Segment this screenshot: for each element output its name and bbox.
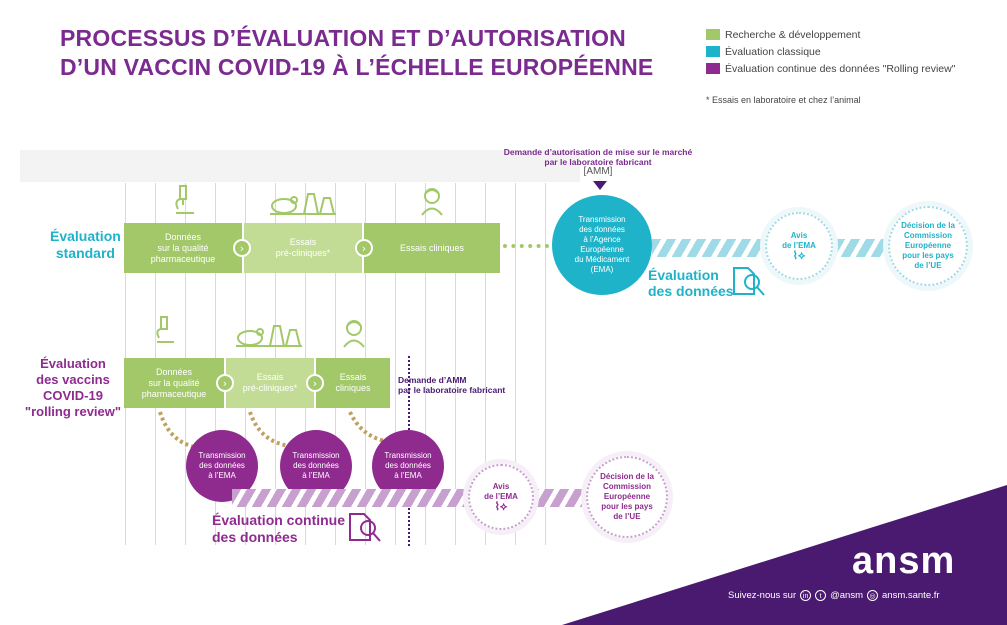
dotted-connector: [503, 244, 549, 252]
legend-swatch: [706, 46, 720, 57]
microscope-icon: [156, 316, 174, 343]
standard-amm-request: Demande d’autorisation de mise sur le ma…: [503, 147, 693, 177]
row-label-rolling: Évaluation des vaccins COVID-19 "rolling…: [24, 356, 122, 419]
legend-item-rolling: Évaluation continue des données "Rolling…: [706, 60, 955, 77]
chevron-right-icon: ›: [306, 374, 324, 392]
standard-step-clinical: Essais cliniques: [364, 223, 500, 273]
band: [20, 150, 580, 182]
title-line-1: PROCESSUS D’ÉVALUATION ET D’AUTORISATION: [60, 25, 626, 51]
lab-animal-icon: [270, 193, 336, 215]
legend-item-rd: Recherche & développement: [706, 26, 955, 43]
legend-swatch: [706, 63, 720, 74]
website-link[interactable]: ansm.sante.fr: [882, 590, 940, 601]
chevron-right-icon: ›: [216, 374, 234, 392]
down-arrow-icon: [593, 181, 607, 190]
legend-label: Recherche & développement: [725, 28, 861, 41]
chevron-right-icon: ›: [233, 239, 251, 257]
legend-label: Évaluation continue des données "Rolling…: [725, 62, 956, 75]
magnifier-document-icon: [349, 513, 381, 542]
ansm-logo: ansm: [852, 540, 956, 582]
standard-eval-stripe-2: [836, 239, 888, 257]
rolling-eval-stripe-2: [530, 489, 588, 507]
microscope-icon: [175, 185, 194, 214]
legend-label: Évaluation classique: [725, 45, 821, 58]
standard-eval-stripe: [652, 239, 762, 257]
page-title: PROCESSUS D’ÉVALUATION ET D’AUTORISATION…: [60, 24, 653, 82]
title-line-2: D’UN VACCIN COVID-19 À L’ÉCHELLE EUROPÉE…: [60, 54, 654, 80]
doctor-icon: [421, 188, 443, 216]
doctor-icon: [343, 320, 365, 348]
follow-label: Suivez-nous sur: [728, 590, 797, 601]
globe-icon: ◎: [867, 590, 878, 601]
legend: Recherche & développement Évaluation cla…: [706, 26, 955, 77]
linkedin-icon[interactable]: in: [800, 590, 812, 601]
legend-item-classic: Évaluation classique: [706, 43, 955, 60]
rolling-eval-stripe: [232, 489, 472, 507]
footnote: * Essais en laboratoire et chez l’animal: [706, 95, 861, 105]
rolling-eval-label: Évaluation continue des données: [212, 512, 346, 545]
chevron-right-icon: ›: [355, 239, 373, 257]
twitter-handle[interactable]: @ansm: [830, 590, 863, 601]
magnifier-document-icon: [733, 267, 765, 296]
legend-swatch: [706, 29, 720, 40]
twitter-icon[interactable]: t: [815, 590, 827, 601]
social-follow: Suivez-nous sur in t @ansm ◎ ansm.sante.…: [728, 590, 940, 601]
standard-eval-label: Évaluation des données: [648, 267, 734, 299]
lab-animal-icon: [236, 325, 302, 347]
rolling-amm-request: Demande d’AMM par le laboratoire fabrica…: [398, 375, 506, 395]
row-label-standard: Évaluation standard: [50, 228, 121, 261]
